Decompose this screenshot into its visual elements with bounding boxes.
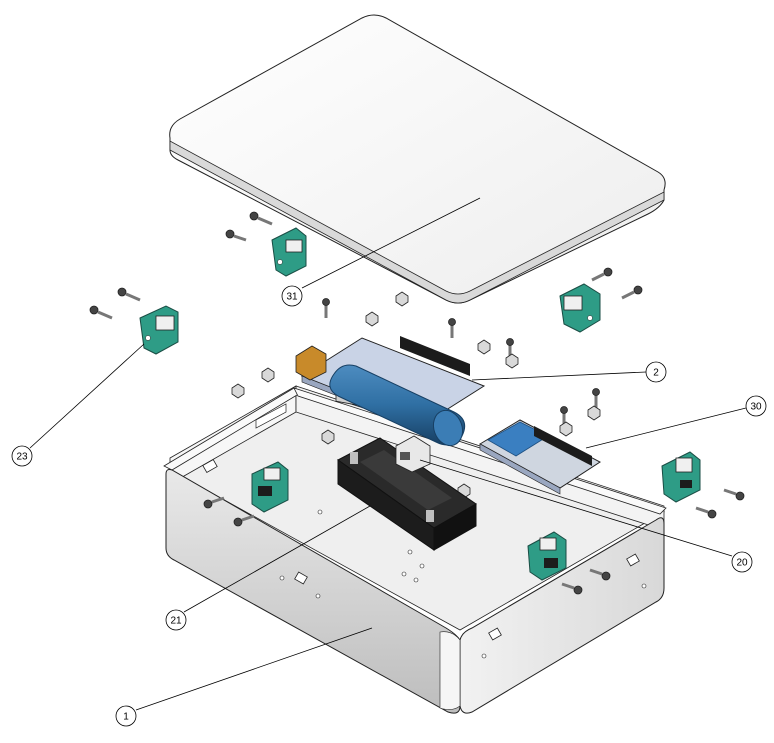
nut (587, 405, 601, 421)
screw (249, 211, 273, 226)
screw (695, 506, 717, 519)
battery-holder-part (337, 437, 477, 551)
leader-21 (183, 505, 371, 613)
screw (117, 287, 141, 302)
callout-20-label: 20 (736, 558, 748, 569)
leader-1 (135, 627, 373, 711)
sensor-board-top-right (559, 283, 601, 333)
screw (89, 305, 113, 320)
callout-21-label: 21 (170, 616, 182, 627)
screw (592, 388, 600, 408)
leader-20 (419, 459, 733, 557)
leader-30 (585, 407, 747, 449)
callout-30: 30 (745, 395, 767, 417)
screw (591, 267, 613, 282)
sensor-board-inner-left (251, 461, 289, 513)
leader-31 (301, 197, 481, 289)
nut (365, 311, 379, 327)
callout-1: 1 (115, 705, 137, 727)
arduino-board-part (295, 336, 486, 447)
sensor-board-top-left (271, 227, 307, 277)
screw (589, 568, 611, 581)
callout-21: 21 (165, 609, 187, 631)
leader-2 (471, 371, 647, 381)
callout-23-label: 23 (16, 452, 28, 463)
nut (559, 421, 573, 437)
nut (505, 353, 519, 369)
nut (321, 429, 335, 445)
callout-30-label: 30 (750, 402, 762, 413)
callout-23: 23 (11, 445, 33, 467)
callout-balloons: 31 2 30 23 20 21 1 (11, 285, 767, 727)
sensor-board-23 (139, 305, 179, 355)
nut (261, 367, 275, 383)
screw (621, 285, 643, 300)
switch-part (395, 435, 431, 473)
callout-2-label: 2 (653, 368, 659, 379)
nut (395, 291, 409, 307)
screw (322, 298, 330, 318)
sensor-board-inner-right (527, 531, 567, 581)
screw (561, 582, 583, 595)
screw (233, 514, 255, 527)
screw (448, 318, 456, 338)
leader-lines (29, 197, 747, 711)
callout-1-label: 1 (123, 712, 129, 723)
wifi-shield-part (478, 419, 601, 495)
nut (477, 339, 491, 355)
nut (231, 383, 245, 399)
sensor-board-right (661, 451, 701, 503)
callout-31: 31 (281, 285, 303, 307)
screws (89, 211, 745, 595)
callout-31-label: 31 (286, 292, 298, 303)
leader-23 (29, 343, 145, 449)
screw (723, 488, 745, 501)
screw (225, 229, 247, 242)
enclosure-box-part (163, 385, 667, 714)
callout-20: 20 (731, 551, 753, 573)
screw (203, 496, 225, 509)
lid-part (169, 14, 666, 304)
callout-2: 2 (645, 361, 667, 383)
nuts (231, 291, 601, 499)
